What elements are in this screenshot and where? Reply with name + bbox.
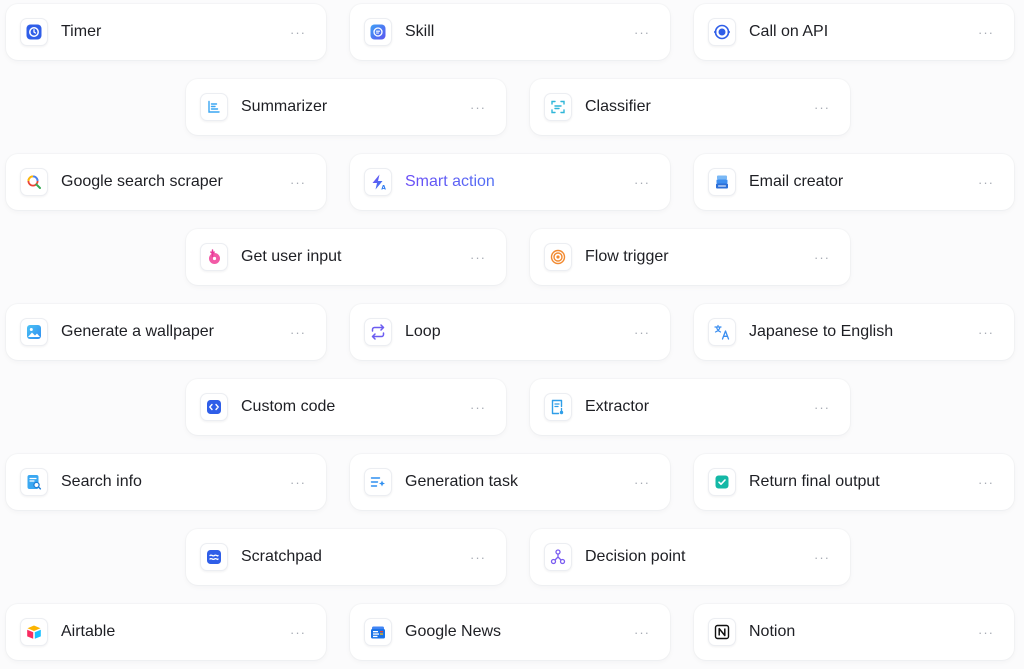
node-label: Classifier bbox=[585, 98, 651, 115]
more-options-icon[interactable]: ··· bbox=[470, 549, 486, 565]
google-search-icon bbox=[20, 168, 48, 196]
more-options-icon[interactable]: ··· bbox=[470, 399, 486, 415]
email-creator-icon bbox=[708, 168, 736, 196]
node-label: Japanese to English bbox=[749, 323, 894, 340]
node-card-notion[interactable]: Notion ··· bbox=[694, 604, 1014, 660]
node-card-scratchpad[interactable]: Scratchpad ··· bbox=[186, 529, 506, 585]
node-card-get-user-input[interactable]: Get user input ··· bbox=[186, 229, 506, 285]
more-options-icon[interactable]: ··· bbox=[634, 624, 650, 640]
node-card-flow-trigger[interactable]: Flow trigger ··· bbox=[530, 229, 850, 285]
svg-text:A: A bbox=[381, 185, 386, 192]
user-input-icon bbox=[200, 243, 228, 271]
node-label: Extractor bbox=[585, 398, 650, 415]
more-options-icon[interactable]: ··· bbox=[634, 474, 650, 490]
more-options-icon[interactable]: ··· bbox=[470, 249, 486, 265]
node-card-extractor[interactable]: Extractor ··· bbox=[530, 379, 850, 435]
decision-icon bbox=[544, 543, 572, 571]
node-label: Timer bbox=[61, 23, 102, 40]
node-card-return-final-output[interactable]: Return final output ··· bbox=[694, 454, 1014, 510]
node-label: Scratchpad bbox=[241, 548, 322, 565]
node-card-classifier[interactable]: Classifier ··· bbox=[530, 79, 850, 135]
node-label: Decision point bbox=[585, 548, 686, 565]
node-card-custom-code[interactable]: Custom code ··· bbox=[186, 379, 506, 435]
node-label: Generation task bbox=[405, 473, 518, 490]
node-label: Call on API bbox=[749, 23, 829, 40]
more-options-icon[interactable]: ··· bbox=[290, 474, 306, 490]
node-card-generation-task[interactable]: Generation task ··· bbox=[350, 454, 670, 510]
more-options-icon[interactable]: ··· bbox=[978, 624, 994, 640]
classifier-icon bbox=[544, 93, 572, 121]
node-card-generate-a-wallpaper[interactable]: Generate a wallpaper ··· bbox=[6, 304, 326, 360]
node-card-call-on-api[interactable]: Call on API ··· bbox=[694, 4, 1014, 60]
node-card-search-info[interactable]: Search info ··· bbox=[6, 454, 326, 510]
node-card-decision-point[interactable]: Decision point ··· bbox=[530, 529, 850, 585]
timer-icon bbox=[20, 18, 48, 46]
more-options-icon[interactable]: ··· bbox=[814, 249, 830, 265]
extractor-icon bbox=[544, 393, 572, 421]
node-label: Smart action bbox=[405, 173, 628, 191]
node-card-timer[interactable]: Timer ··· bbox=[6, 4, 326, 60]
more-options-icon[interactable]: ··· bbox=[634, 24, 650, 40]
notion-icon bbox=[708, 618, 736, 646]
more-options-icon[interactable]: ··· bbox=[814, 99, 830, 115]
more-options-icon[interactable]: ··· bbox=[470, 99, 486, 115]
node-label: Get user input bbox=[241, 248, 342, 265]
more-options-icon[interactable]: ··· bbox=[978, 24, 994, 40]
translate-icon bbox=[708, 318, 736, 346]
node-label: Flow trigger bbox=[585, 248, 669, 265]
checkbox-icon bbox=[708, 468, 736, 496]
node-label: Generate a wallpaper bbox=[61, 323, 214, 340]
node-card-summarizer[interactable]: Summarizer ··· bbox=[186, 79, 506, 135]
node-label: Custom code bbox=[241, 398, 336, 415]
node-card-japanese-to-english[interactable]: Japanese to English ··· bbox=[694, 304, 1014, 360]
node-label: Google search scraper bbox=[61, 173, 223, 190]
node-card-google-search-scraper[interactable]: Google search scraper ··· bbox=[6, 154, 326, 210]
more-options-icon[interactable]: ··· bbox=[978, 474, 994, 490]
more-options-icon[interactable]: ··· bbox=[634, 174, 650, 190]
node-label: Notion bbox=[749, 623, 796, 640]
generation-task-icon bbox=[364, 468, 392, 496]
image-icon bbox=[20, 318, 48, 346]
more-options-icon[interactable]: ··· bbox=[290, 24, 306, 40]
airtable-icon bbox=[20, 618, 48, 646]
more-options-icon[interactable]: ··· bbox=[290, 624, 306, 640]
node-label: Loop bbox=[405, 323, 441, 340]
node-label: Search info bbox=[61, 473, 142, 490]
smart-action-icon: A bbox=[364, 168, 392, 196]
node-card-google-news[interactable]: Google News ··· bbox=[350, 604, 670, 660]
node-card-airtable[interactable]: Airtable ··· bbox=[6, 604, 326, 660]
node-label: Email creator bbox=[749, 173, 844, 190]
code-icon bbox=[200, 393, 228, 421]
flow-trigger-icon bbox=[544, 243, 572, 271]
google-news-icon bbox=[364, 618, 392, 646]
skill-icon bbox=[364, 18, 392, 46]
node-card-smart-action[interactable]: A Smart action ··· bbox=[350, 154, 670, 210]
more-options-icon[interactable]: ··· bbox=[978, 324, 994, 340]
search-info-icon bbox=[20, 468, 48, 496]
loop-icon bbox=[364, 318, 392, 346]
node-label: Return final output bbox=[749, 473, 880, 490]
more-options-icon[interactable]: ··· bbox=[978, 174, 994, 190]
node-label: Skill bbox=[405, 23, 435, 40]
node-label: Google News bbox=[405, 623, 502, 640]
api-icon bbox=[708, 18, 736, 46]
more-options-icon[interactable]: ··· bbox=[814, 549, 830, 565]
summarizer-icon bbox=[200, 93, 228, 121]
more-options-icon[interactable]: ··· bbox=[290, 174, 306, 190]
node-label: Summarizer bbox=[241, 98, 328, 115]
node-label: Airtable bbox=[61, 623, 116, 640]
node-card-skill[interactable]: Skill ··· bbox=[350, 4, 670, 60]
more-options-icon[interactable]: ··· bbox=[290, 324, 306, 340]
more-options-icon[interactable]: ··· bbox=[634, 324, 650, 340]
node-card-loop[interactable]: Loop ··· bbox=[350, 304, 670, 360]
scratchpad-icon bbox=[200, 543, 228, 571]
more-options-icon[interactable]: ··· bbox=[814, 399, 830, 415]
node-card-email-creator[interactable]: Email creator ··· bbox=[694, 154, 1014, 210]
